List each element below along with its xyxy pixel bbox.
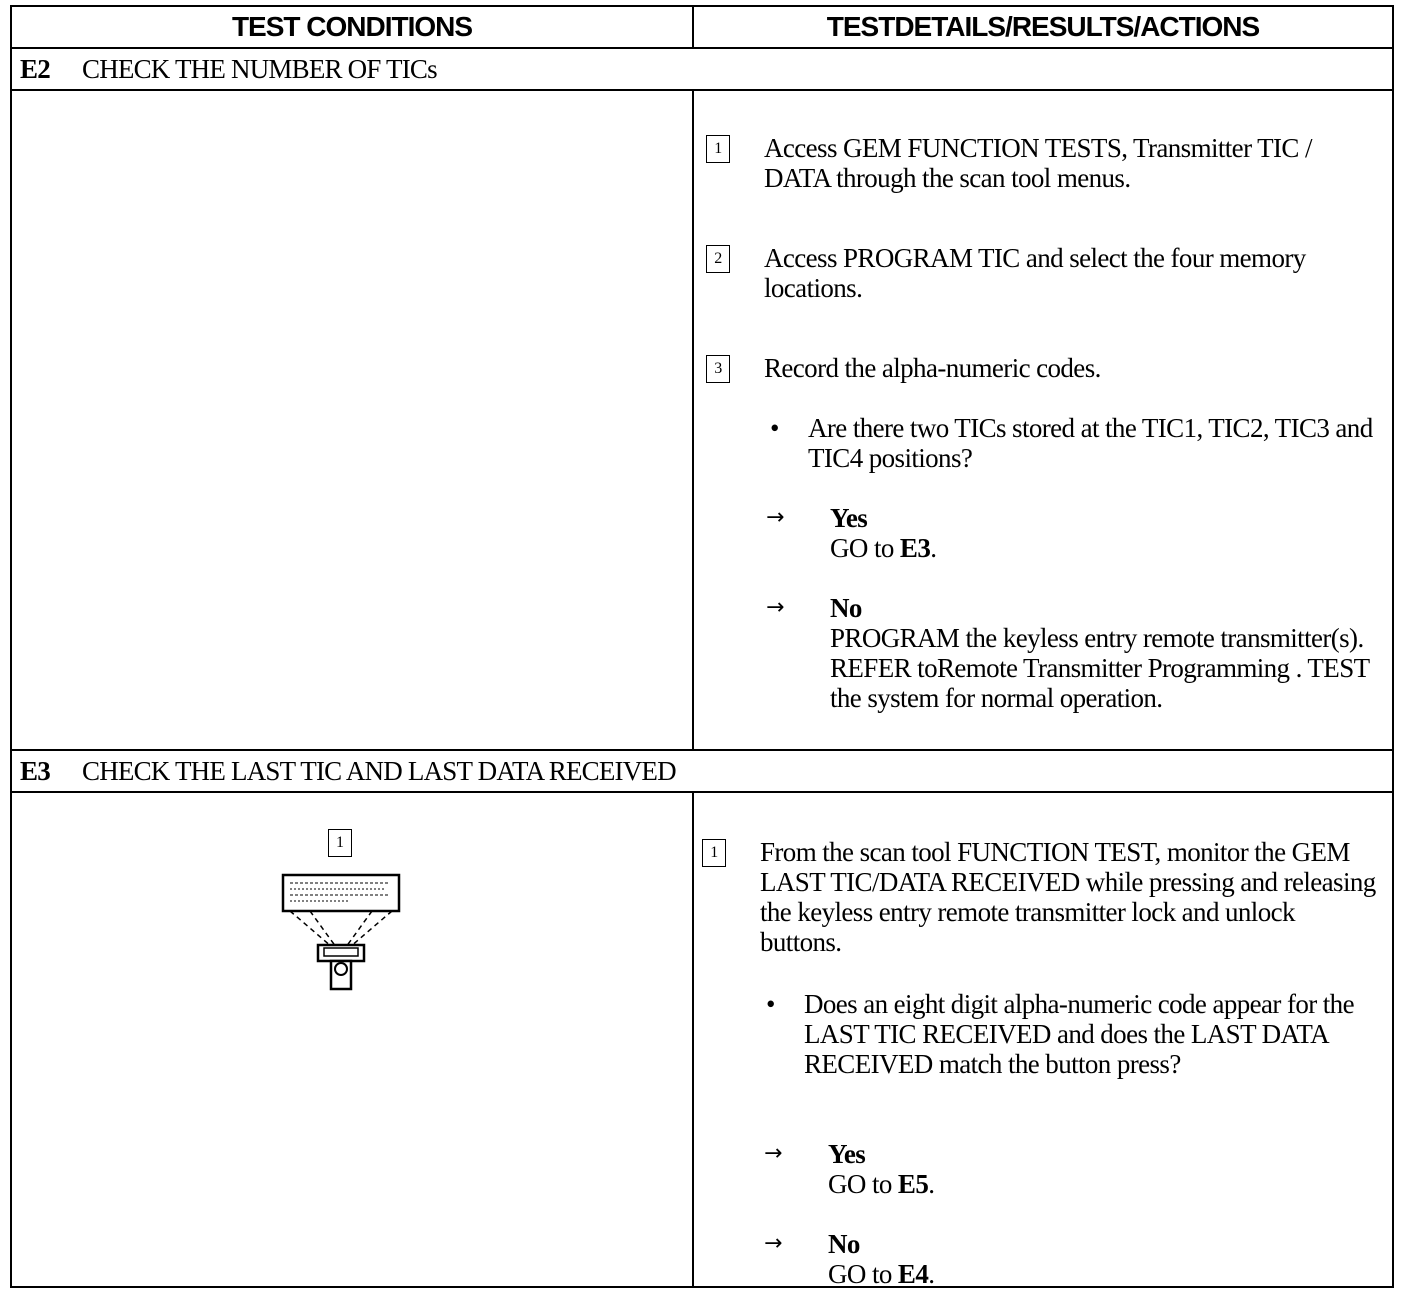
- section-code: E3: [20, 755, 51, 786]
- answer-action: GO to E3.: [830, 533, 937, 563]
- step-item: 1 From the scan tool FUNCTION TEST, moni…: [702, 837, 1382, 957]
- section-e3-body: 1 1: [12, 793, 1392, 1289]
- step-item: 3 Record the alpha-numeric codes.: [706, 353, 1382, 383]
- step-number-box: 1: [328, 829, 352, 857]
- section-title: CHECK THE LAST TIC AND LAST DATA RECEIVE…: [82, 755, 677, 786]
- section-title: CHECK THE NUMBER OF TICs: [82, 53, 438, 84]
- step-number-box: 1: [706, 135, 730, 163]
- question-text: Does an eight digit alpha-numeric code a…: [804, 989, 1355, 1079]
- answer-no: → No GO to E4.: [764, 1229, 1380, 1289]
- answer-label: Yes: [828, 1139, 866, 1169]
- question-item: • Are there two TICs stored at the TIC1,…: [766, 413, 1378, 473]
- question-item: • Does an eight digit alpha-numeric code…: [762, 989, 1378, 1079]
- arrow-right-icon: →: [766, 595, 784, 620]
- answer-label: No: [830, 593, 862, 623]
- test-details-cell: 1 From the scan tool FUNCTION TEST, moni…: [694, 793, 1392, 1289]
- section-e2-body: 1 Access GEM FUNCTION TESTS, Transmitter…: [12, 91, 1392, 751]
- step-text: From the scan tool FUNCTION TEST, monito…: [760, 837, 1376, 957]
- header-test-details: TESTDETAILS/RESULTS/ACTIONS: [826, 11, 1260, 42]
- test-details-cell: 1 Access GEM FUNCTION TESTS, Transmitter…: [694, 91, 1392, 749]
- bullet-icon: •: [770, 413, 779, 443]
- answer-label: No: [828, 1229, 860, 1259]
- answer-action: PROGRAM the keyless entry remote transmi…: [830, 623, 1370, 713]
- step-text: Record the alpha-numeric codes.: [764, 353, 1101, 383]
- answer-yes: → Yes GO to E5.: [764, 1139, 1380, 1199]
- step-item: 2 Access PROGRAM TIC and select the four…: [706, 243, 1382, 303]
- test-conditions-cell: [12, 91, 694, 749]
- section-code: E2: [20, 53, 51, 84]
- goto-target: E5: [897, 1169, 929, 1199]
- answer-label: Yes: [830, 503, 868, 533]
- arrow-right-icon: →: [766, 505, 784, 530]
- section-e2-title: E2 CHECK THE NUMBER OF TICs: [12, 49, 1392, 91]
- answer-action: GO to E5.: [828, 1169, 935, 1199]
- test-conditions-cell: 1: [12, 793, 694, 1286]
- question-text: Are there two TICs stored at the TIC1, T…: [808, 413, 1373, 473]
- step-number-box: 1: [702, 839, 726, 867]
- arrow-right-icon: →: [764, 1231, 782, 1256]
- answer-action: GO to E4.: [828, 1259, 935, 1289]
- section-e3-title: E3 CHECK THE LAST TIC AND LAST DATA RECE…: [12, 751, 1392, 793]
- header-test-conditions: TEST CONDITIONS: [12, 7, 694, 47]
- step-item: 1 Access GEM FUNCTION TESTS, Transmitter…: [706, 133, 1382, 193]
- step-number-box: 2: [706, 245, 730, 273]
- test-procedure-table: TEST CONDITIONS TESTDETAILS/RESULTS/ACTI…: [10, 5, 1394, 1289]
- answer-no: → No PROGRAM the keyless entry remote tr…: [766, 593, 1380, 713]
- step-text: Access PROGRAM TIC and select the four m…: [764, 243, 1306, 303]
- scan-tool-icon: [281, 873, 401, 991]
- bullet-icon: •: [766, 989, 775, 1019]
- goto-target: E3: [899, 533, 931, 563]
- table-header: TEST CONDITIONS TESTDETAILS/RESULTS/ACTI…: [12, 7, 1392, 49]
- step-number-box: 3: [706, 355, 730, 383]
- goto-target: E4: [897, 1259, 929, 1289]
- step-text: Access GEM FUNCTION TESTS, Transmitter T…: [764, 133, 1312, 193]
- arrow-right-icon: →: [764, 1141, 782, 1166]
- answer-yes: → Yes GO to E3.: [766, 503, 1380, 563]
